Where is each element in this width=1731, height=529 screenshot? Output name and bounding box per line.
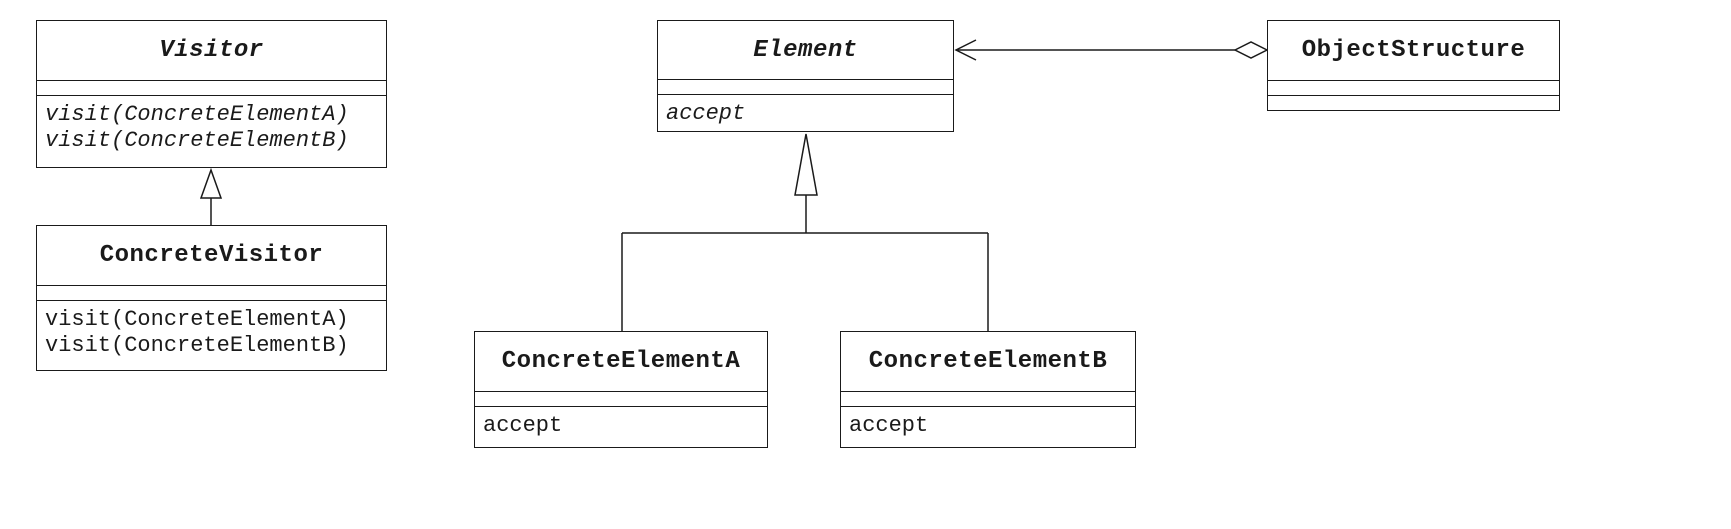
concrete-element-b-class: ConcreteElementB accept: [840, 331, 1136, 448]
navigable-arrowhead-element: [954, 39, 977, 61]
generalization-arrowhead-element: [794, 133, 818, 196]
object-structure-class-name: ObjectStructure: [1268, 21, 1559, 81]
visitor-class: Visitor visit(ConcreteElementA) visit(Co…: [36, 20, 387, 168]
object-structure-operations-compartment: [1268, 96, 1559, 110]
object-structure-class: ObjectStructure: [1267, 20, 1560, 111]
concrete-element-b-operations-compartment: accept: [841, 407, 1135, 447]
generalization-arrowhead-visitor: [199, 167, 223, 199]
visitor-class-name: Visitor: [37, 21, 386, 81]
concrete-visitor-operation: visit(ConcreteElementB): [45, 333, 349, 358]
element-attributes-compartment: [658, 80, 953, 95]
concrete-element-b-operation: accept: [849, 413, 929, 438]
element-operation: accept: [666, 101, 746, 126]
concrete-visitor-attributes-compartment: [37, 286, 386, 301]
visitor-attributes-compartment: [37, 81, 386, 96]
visitor-operation: visit(ConcreteElementB): [45, 128, 349, 153]
concrete-element-a-class: ConcreteElementA accept: [474, 331, 768, 448]
concrete-visitor-class-name: ConcreteVisitor: [37, 226, 386, 286]
concrete-element-a-operation: accept: [483, 413, 563, 438]
concrete-element-a-attributes-compartment: [475, 392, 767, 407]
concrete-element-b-class-name: ConcreteElementB: [841, 332, 1135, 392]
concrete-visitor-operations-compartment: visit(ConcreteElementA) visit(ConcreteEl…: [37, 301, 386, 370]
concrete-visitor-class: ConcreteVisitor visit(ConcreteElementA) …: [36, 225, 387, 371]
element-operations-compartment: accept: [658, 95, 953, 131]
visitor-operations-compartment: visit(ConcreteElementA) visit(ConcreteEl…: [37, 96, 386, 167]
concrete-element-a-operations-compartment: accept: [475, 407, 767, 447]
element-class: Element accept: [657, 20, 954, 132]
concrete-element-a-class-name: ConcreteElementA: [475, 332, 767, 392]
concrete-visitor-operation: visit(ConcreteElementA): [45, 307, 349, 332]
aggregation-diamond: [1233, 41, 1269, 59]
concrete-element-b-attributes-compartment: [841, 392, 1135, 407]
object-structure-attributes-compartment: [1268, 81, 1559, 96]
element-class-name: Element: [658, 21, 953, 81]
visitor-operation: visit(ConcreteElementA): [45, 102, 349, 127]
